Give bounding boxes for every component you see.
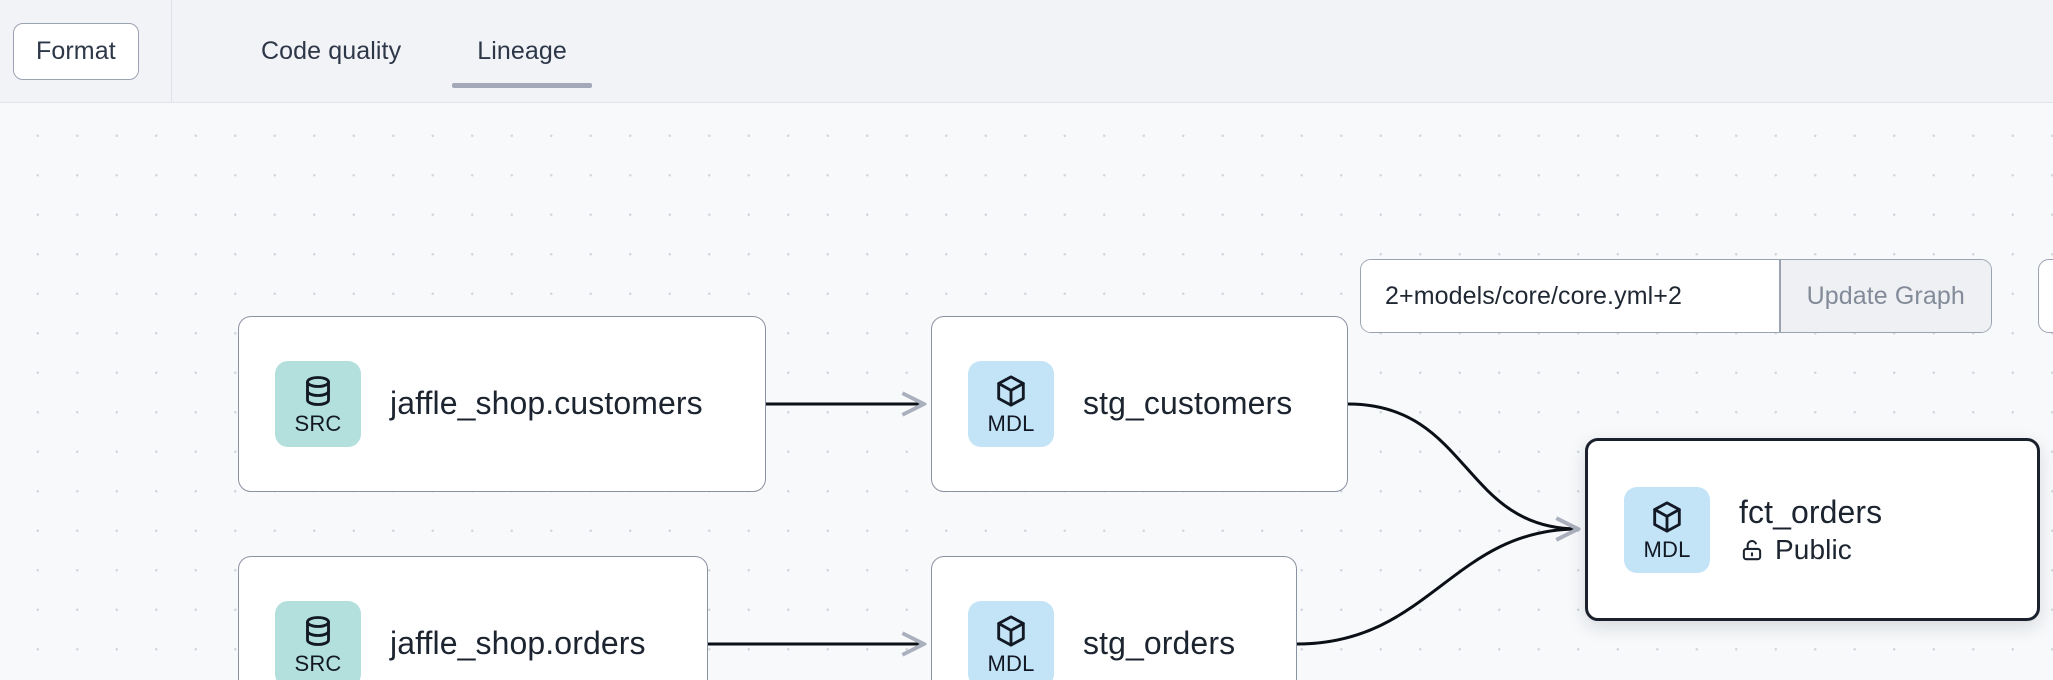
node-title: stg_customers [1083, 385, 1293, 422]
node-badge-label: MDL [1643, 536, 1691, 562]
node-body: jaffle_shop.orders [390, 625, 646, 662]
node-badge-label: MDL [987, 651, 1035, 676]
canvas-side-control[interactable] [2038, 259, 2053, 333]
lineage-canvas[interactable]: SRC jaffle_shop.customers MDL stg_custom… [0, 103, 2053, 680]
node-title: stg_orders [1083, 625, 1236, 662]
editor-toolbar: Format Code quality Lineage [0, 0, 2053, 103]
cube-icon [1653, 500, 1681, 533]
node-badge-label: SRC [294, 411, 342, 436]
database-icon [306, 376, 330, 406]
lineage-node-fct-orders[interactable]: MDL fct_orders Public [1585, 438, 2040, 621]
node-badge-src: SRC [275, 601, 361, 680]
database-icon [306, 616, 330, 646]
node-title: jaffle_shop.customers [390, 385, 703, 422]
node-badge-mdl: MDL [1624, 486, 1710, 573]
node-badge-label: SRC [294, 651, 342, 676]
format-button-zone: Format [0, 0, 172, 102]
node-badge-mdl: MDL [968, 361, 1054, 447]
lineage-node-stg-customers[interactable]: MDL stg_customers [931, 316, 1348, 492]
node-access-label: Public [1775, 534, 1852, 566]
node-badge-label: MDL [987, 411, 1035, 436]
lineage-selector-input[interactable] [1361, 260, 1779, 332]
node-badge-src: SRC [275, 361, 361, 447]
cube-icon [997, 615, 1025, 647]
edge-stg-orders-to-fct-orders [1296, 529, 1578, 646]
edge-stg-customers-to-fct-orders [1347, 402, 1578, 529]
node-body: jaffle_shop.customers [390, 385, 703, 422]
node-title: jaffle_shop.orders [390, 625, 646, 662]
node-access-badge: Public [1739, 536, 1882, 564]
format-button[interactable]: Format [13, 22, 139, 80]
update-graph-button[interactable]: Update Graph [1780, 260, 1991, 332]
lineage-node-jaffle-shop-customers[interactable]: SRC jaffle_shop.customers [238, 316, 766, 492]
tab-code-quality[interactable]: Code quality [261, 36, 402, 65]
lineage-query-bar: Update Graph [1360, 259, 1992, 333]
node-body: fct_orders Public [1739, 493, 1883, 565]
tab-lineage[interactable]: Lineage [452, 0, 592, 102]
node-title: fct_orders [1739, 493, 1883, 530]
lineage-node-jaffle-shop-orders[interactable]: SRC jaffle_shop.orders [238, 556, 708, 680]
query-bar-divider [1779, 260, 1781, 332]
cube-icon [997, 375, 1025, 407]
node-badge-mdl: MDL [968, 601, 1054, 680]
node-body: stg_orders [1083, 625, 1236, 662]
lineage-node-stg-orders[interactable]: MDL stg_orders [931, 556, 1297, 680]
unlock-icon [1742, 540, 1762, 561]
node-body: stg_customers [1083, 385, 1293, 422]
tab-bar: Code quality Lineage [172, 0, 592, 102]
